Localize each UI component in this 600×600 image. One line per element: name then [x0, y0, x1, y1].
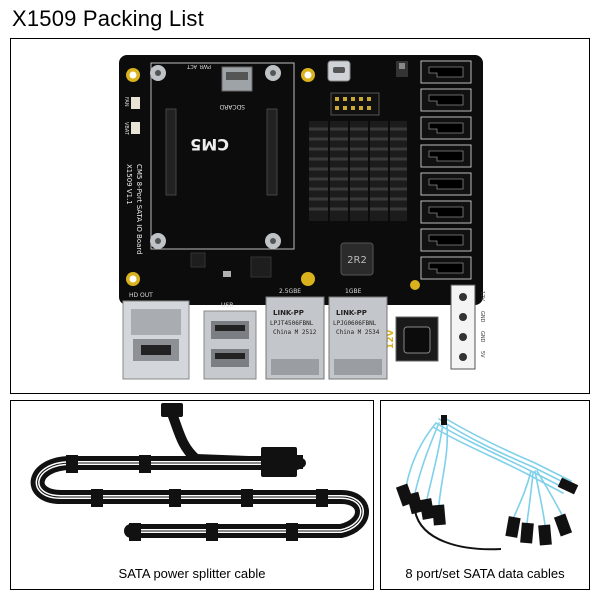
page-title: X1509 Packing List: [12, 6, 204, 31]
cm5-label: CM5: [190, 135, 229, 154]
cm5-connector-right: [266, 108, 278, 196]
board-panel: SDCARD ACT PWR CM5 CM5 8-Port SATA IO Bo…: [10, 38, 590, 394]
sata-power-splitter-image: [30, 403, 369, 541]
x1509-board-image: SDCARD ACT PWR CM5 CM5 8-Port SATA IO Bo…: [119, 55, 485, 380]
jack1-part: LPJT4506FBNL: [270, 320, 314, 327]
inductor-label: 2R2: [347, 255, 367, 266]
pad: [302, 274, 312, 284]
silk-pwr: PWR: [199, 63, 211, 69]
splitter-panel: SATA power splitter cable: [10, 400, 374, 590]
jack1-origin: China M 2512: [273, 329, 317, 336]
board-name-line1: CM5 8-Port SATA IO Board: [135, 164, 143, 255]
chip: [250, 256, 272, 278]
component: [223, 271, 231, 277]
silk-12v: 12V: [386, 329, 396, 349]
sata-power-plug: [129, 523, 141, 541]
molex-pin-3: GND: [479, 331, 485, 343]
fan-connector: [131, 97, 140, 109]
jack1-brand: LINK-PP: [273, 309, 304, 317]
sata-cables-panel: 8 port/set SATA data cables: [380, 400, 590, 590]
heatsink: [309, 121, 407, 221]
sata-cable-bundle: [405, 416, 572, 526]
sata-power-plug: [169, 489, 181, 507]
pad: [410, 280, 420, 290]
molex-pin-2: GND: [479, 311, 485, 323]
sata-data-cables-image: [395, 415, 579, 551]
molex-connector: [261, 447, 297, 477]
jack2-part: LPJG0606FBNL: [333, 320, 377, 327]
splitter-input-connector: [161, 403, 183, 417]
sata-cables-caption: 8 port/set SATA data cables: [405, 566, 565, 581]
sideband-wire: [414, 510, 502, 551]
silk-1gbe: 1GBE: [345, 288, 362, 295]
silk-sdcard: SDCARD: [219, 103, 245, 110]
splitter-caption: SATA power splitter cable: [118, 566, 266, 581]
sata-power-plug: [139, 455, 151, 473]
board-name-line2: X1509 V1.1: [125, 164, 133, 205]
inductor: [340, 242, 374, 276]
sata-power-plug: [241, 489, 253, 507]
chip: [190, 252, 206, 268]
molex-pin-1: 12V: [479, 291, 485, 301]
molex-pin-4: 5V: [479, 351, 485, 358]
silk-fan: FAN: [123, 97, 129, 107]
mounting-hole: [126, 68, 140, 82]
jack2-brand: LINK-PP: [336, 309, 367, 317]
cable-clip: [441, 415, 447, 425]
silk-hdout: HD OUT: [129, 292, 153, 299]
cm5-connector-left: [165, 108, 177, 196]
silk-usb: USB: [221, 302, 233, 309]
vbat-connector: [131, 122, 140, 134]
pcb-board: [119, 55, 483, 305]
mounting-hole: [301, 68, 315, 82]
sata-connector: [395, 477, 579, 546]
silk-25gbe: 2.5GBE: [279, 288, 301, 295]
sata-power-plug: [66, 455, 78, 473]
mounting-hole: [126, 272, 140, 286]
sata-power-plug: [206, 523, 218, 541]
sata-power-plug: [316, 489, 328, 507]
sata-power-plug: [91, 489, 103, 507]
cm5-footprint: [150, 62, 295, 250]
silk-vbat: VBAT: [123, 122, 129, 136]
sata-power-plug: [286, 523, 298, 541]
jack2-origin: China M 2534: [336, 329, 380, 336]
silk-act: ACT: [186, 63, 197, 69]
gpio-header: [330, 92, 380, 116]
